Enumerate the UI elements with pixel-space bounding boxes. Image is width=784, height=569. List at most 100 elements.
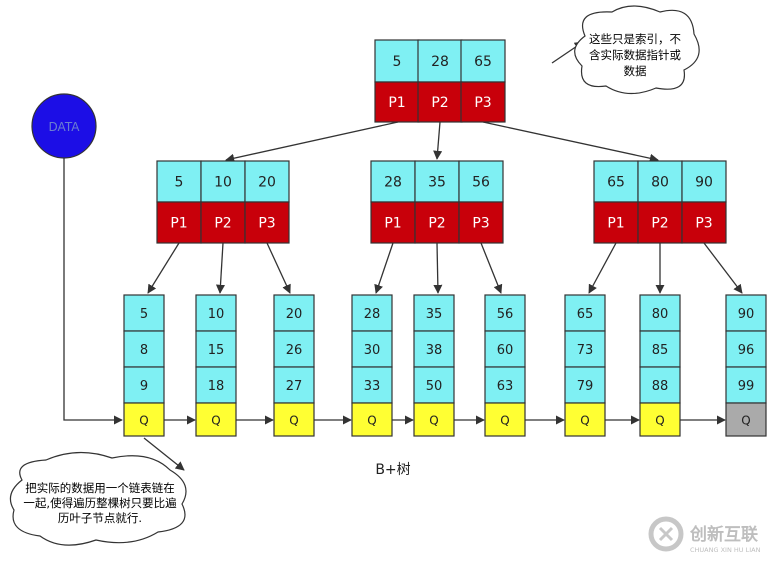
leaf-2-key-2: 27 — [273, 366, 315, 404]
leaf-8-link: Q — [725, 402, 767, 437]
root-pointer-1-label: P2 — [431, 95, 448, 111]
leaf-5-key-2-label: 63 — [497, 379, 514, 394]
root-pointer-0: P1 — [374, 81, 420, 123]
leaf-6-key-2-label: 79 — [577, 379, 594, 394]
leaf-4-link-label: Q — [429, 414, 438, 428]
root-key-1: 28 — [417, 39, 463, 83]
leaf-7-key-0-label: 80 — [652, 307, 669, 322]
edge-internal-0-to-leaf-2 — [266, 242, 291, 294]
internal-0-pointer-1-label: P2 — [214, 216, 231, 232]
leaf-7-key-1-label: 85 — [652, 343, 669, 358]
internal-1-pointer-2-label: P3 — [472, 216, 489, 232]
leaf-1-link: Q — [195, 402, 237, 437]
leaf-6-link-label: Q — [580, 414, 589, 428]
root-key-0: 5 — [374, 39, 420, 83]
watermark-logo-icon — [648, 516, 684, 552]
leaf-node-3: 28 30 33Q — [351, 294, 393, 437]
leaf-8-key-0: 90 — [725, 294, 767, 332]
internal-1-key-2-label: 56 — [472, 175, 490, 191]
leaf-0-key-1: 8 — [123, 330, 165, 368]
leaf-7-key-2: 88 — [639, 366, 681, 404]
internal-2-pointer-0: P1 — [593, 201, 639, 244]
internal-2-pointer-0-label: P1 — [607, 216, 624, 232]
leaf-4-key-0-label: 35 — [426, 307, 443, 322]
edge-internal-1-to-leaf-3 — [374, 242, 394, 294]
leaf-0-key-1-label: 8 — [140, 343, 148, 358]
leaf-0-key-2-label: 9 — [140, 379, 148, 394]
internal-2-pointer-1: P2 — [637, 201, 683, 244]
internal-1-key-0-label: 28 — [384, 175, 402, 191]
leaf-6-key-1-label: 73 — [577, 343, 594, 358]
leaf-1-key-0: 10 — [195, 294, 237, 332]
data-node: DATA — [31, 93, 97, 159]
leaf-5-key-0: 56 — [484, 294, 526, 332]
leaf-5-link-label: Q — [500, 414, 509, 428]
root-pointer-0-label: P1 — [388, 95, 405, 111]
watermark-logo: 创新互联 CHUANG XIN HU LIAN — [648, 516, 761, 554]
leaf-0-key-0-label: 5 — [140, 307, 148, 322]
leaf-4-key-2-label: 50 — [426, 379, 443, 394]
watermark-sub: CHUANG XIN HU LIAN — [690, 546, 761, 554]
internal-0-key-0: 5 — [156, 160, 202, 203]
internal-0-pointer-1: P2 — [200, 201, 246, 244]
leaf-5-key-1: 60 — [484, 330, 526, 368]
internal-1-pointer-0: P1 — [370, 201, 416, 244]
leaf-3-key-1: 30 — [351, 330, 393, 368]
leaf-5-link: Q — [484, 402, 526, 437]
edge-internal-2-to-leaf-6 — [588, 242, 617, 294]
leaf-0-link-label: Q — [139, 414, 148, 428]
internal-1-key-2: 56 — [458, 160, 504, 203]
edge-callout-leaf — [143, 437, 185, 471]
internal-0-pointer-2: P3 — [244, 201, 290, 244]
internal-2-key-2-label: 90 — [695, 175, 713, 191]
leaf-3-key-1-label: 30 — [364, 343, 381, 358]
leaf-2-link-label: Q — [289, 414, 298, 428]
leaf-3-key-0: 28 — [351, 294, 393, 332]
leaf-4-key-1-label: 38 — [426, 343, 443, 358]
leaf-0-key-2: 9 — [123, 366, 165, 404]
leaf-3-key-0-label: 28 — [364, 307, 381, 322]
leaf-8-key-1-label: 96 — [738, 343, 755, 358]
leaf-0-link: Q — [123, 402, 165, 437]
callout-index-line-3: 数据 — [624, 64, 647, 78]
internal-2-key-0-label: 65 — [607, 175, 625, 191]
callout-leaf: 把实际的数据用一个链表链在 一起,使得遍历整棵树只要比遍 历叶子节点就行. — [9, 451, 187, 546]
edge-internal-1-to-leaf-5 — [480, 242, 503, 294]
leaf-2-key-1-label: 26 — [286, 343, 303, 358]
diagram-caption: B+树 — [375, 462, 410, 478]
callout-leaf-line-3: 历叶子节点就行. — [58, 511, 142, 525]
edge-root-p2 — [433, 121, 443, 160]
callout-index-line-2: 含实际数据指针或 — [589, 48, 681, 62]
internal-2-key-1: 80 — [637, 160, 683, 203]
edge-root-p3 — [482, 121, 659, 163]
root-pointer-2: P3 — [460, 81, 506, 123]
leaf-3-link: Q — [351, 402, 393, 437]
root-pointer-1: P2 — [417, 81, 463, 123]
callout-index-bubble — [574, 5, 700, 95]
leaf-4-key-1: 38 — [413, 330, 455, 368]
leaf-8-key-0-label: 90 — [738, 307, 755, 322]
root-key-1-label: 28 — [431, 54, 449, 70]
leaf-6-key-0-label: 65 — [577, 307, 594, 322]
leaf-4-key-0: 35 — [413, 294, 455, 332]
leaf-2-key-1: 26 — [273, 330, 315, 368]
leaf-3-key-2: 33 — [351, 366, 393, 404]
callout-leaf-line-2: 一起,使得遍历整棵树只要比遍 — [23, 496, 177, 510]
edge-internal-0-to-leaf-1 — [215, 242, 226, 294]
internal-2-key-1-label: 80 — [651, 175, 669, 191]
leaf-3-link-label: Q — [367, 414, 376, 428]
leaf-2-link: Q — [273, 402, 315, 437]
leaf-7-link-label: Q — [655, 414, 664, 428]
leaf-node-7: 80 85 88Q — [639, 294, 681, 437]
internal-1-pointer-1-label: P2 — [428, 216, 445, 232]
internal-0-pointer-0: P1 — [156, 201, 202, 244]
internal-0-key-1: 10 — [200, 160, 246, 203]
edge-root-p1 — [225, 121, 399, 163]
leaf-7-key-2-label: 88 — [652, 379, 669, 394]
leaf-4-key-2: 50 — [413, 366, 455, 404]
